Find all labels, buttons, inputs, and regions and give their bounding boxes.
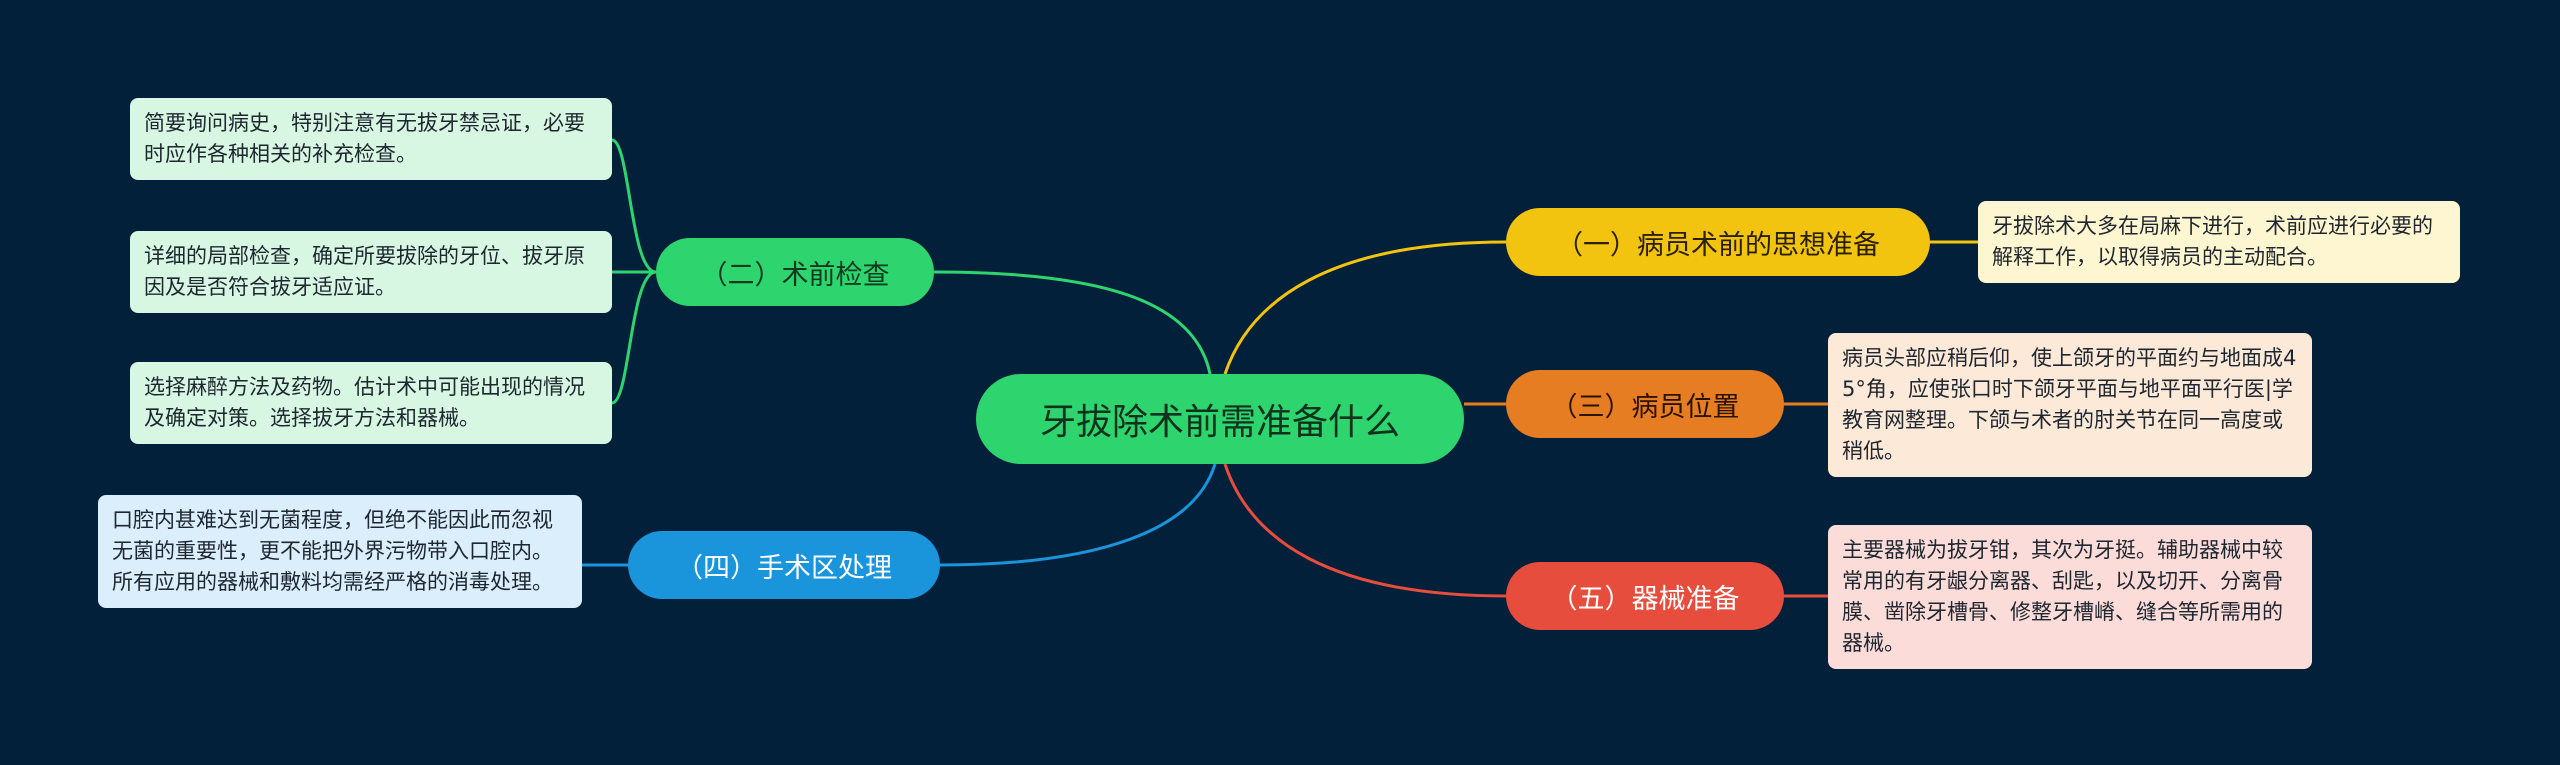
root-topic[interactable]: 牙拔除术前需准备什么 <box>976 374 1464 464</box>
leaf-instruments[interactable]: 主要器械为拔牙钳，其次为牙挺。辅助器械中较常用的有牙龈分离器、刮匙，以及切开、分… <box>1828 525 2312 669</box>
link-b2-leaf1 <box>611 138 657 274</box>
link-root-b2 <box>933 270 1212 375</box>
leaf-surgical-area[interactable]: 口腔内甚难达到无菌程度，但绝不能因此而忽视无菌的重要性，更不能把外界污物带入口腔… <box>98 495 582 608</box>
branch-patient-position[interactable]: （三）病员位置 <box>1506 370 1784 438</box>
leaf-exam-history[interactable]: 简要询问病史，特别注意有无拔牙禁忌证，必要时应作各种相关的补充检查。 <box>130 98 612 180</box>
leaf-exam-anesthesia[interactable]: 选择麻醉方法及药物。估计术中可能出现的情况及确定对策。选择拔牙方法和器械。 <box>130 362 612 444</box>
link-root-b5 <box>1223 463 1507 598</box>
leaf-mental-preparation[interactable]: 牙拔除术大多在局麻下进行，术前应进行必要的解释工作，以取得病员的主动配合。 <box>1978 201 2460 283</box>
link-b2-leaf3 <box>611 270 657 405</box>
branch-instruments[interactable]: （五）器械准备 <box>1506 562 1784 630</box>
branch-mental-preparation[interactable]: （一）病员术前的思想准备 <box>1506 208 1930 276</box>
link-root-b4 <box>939 463 1217 567</box>
leaf-exam-local[interactable]: 详细的局部检查，确定所要拔除的牙位、拔牙原因及是否符合拔牙适应证。 <box>130 231 612 313</box>
branch-preoperative-exam[interactable]: （二）术前检查 <box>656 238 934 306</box>
link-root-b1 <box>1223 240 1507 375</box>
leaf-patient-position[interactable]: 病员头部应稍后仰，使上颌牙的平面约与地面成45°角，应使张口时下颌牙平面与地平面… <box>1828 333 2312 477</box>
branch-surgical-area[interactable]: （四）手术区处理 <box>628 531 940 599</box>
